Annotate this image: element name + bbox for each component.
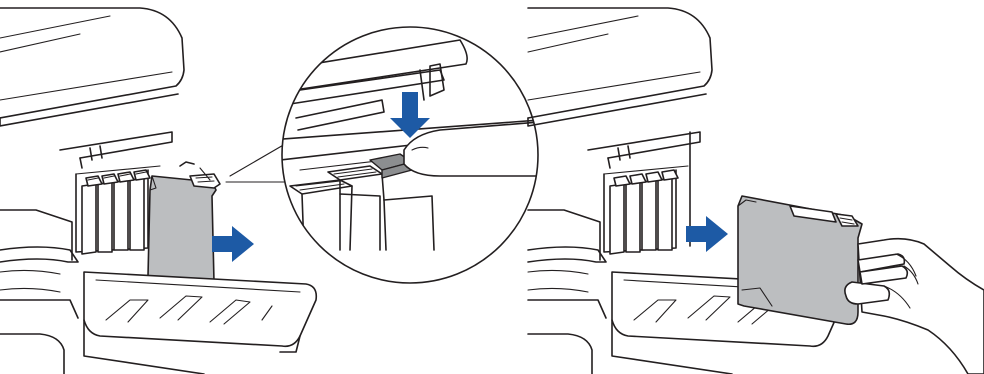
ink-cartridge-removed: [148, 162, 220, 282]
ink-cartridge-in-hand: [738, 196, 862, 324]
cartridge-slots-right: [604, 166, 688, 254]
hand: [845, 239, 984, 374]
lever-detail-callout: [226, 27, 540, 283]
right-panel: [528, 8, 984, 374]
cartridge-slots: [76, 166, 160, 254]
pull-out-arrow-left: [212, 226, 254, 262]
left-panel: [0, 8, 316, 374]
pull-out-arrow-right: [686, 216, 728, 252]
ink-cover-open: [84, 272, 316, 374]
